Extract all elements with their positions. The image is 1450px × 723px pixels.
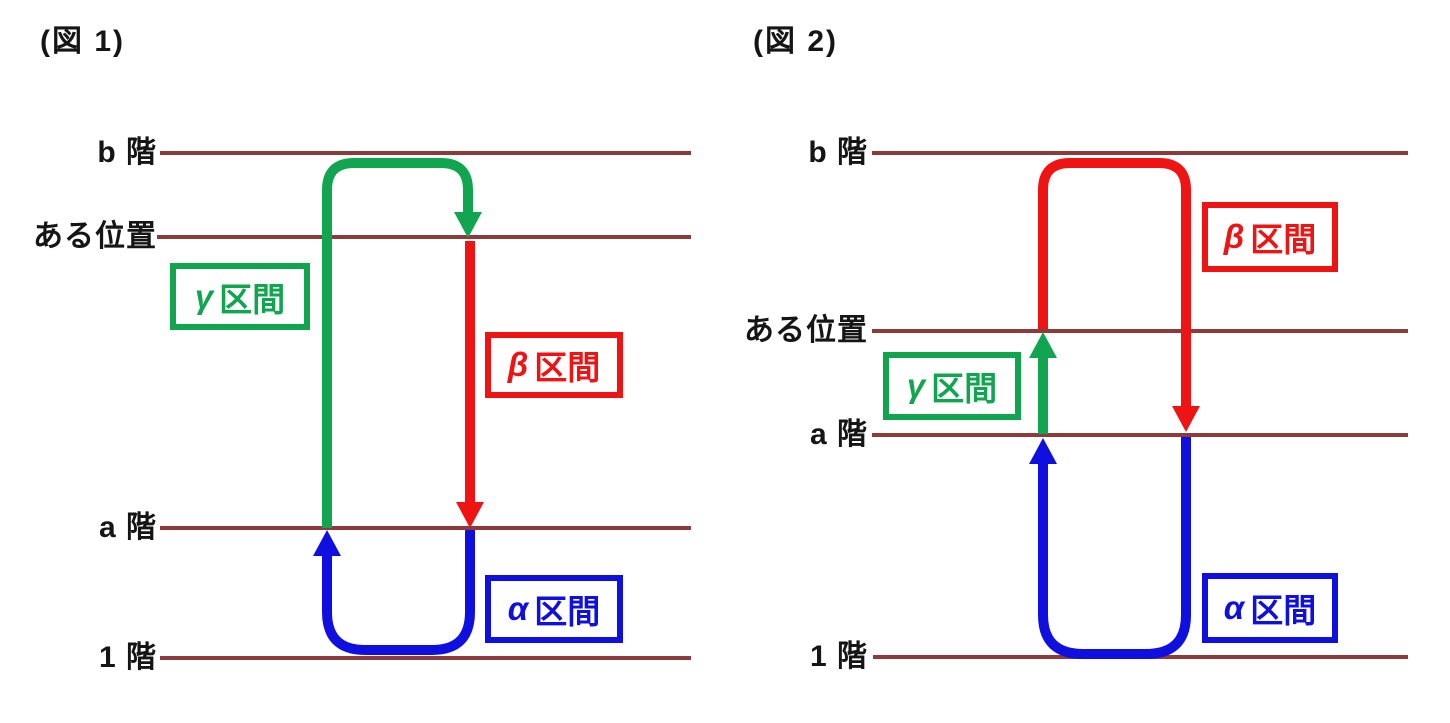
figure1-beta-arrow: [456, 241, 484, 528]
figure1-floor-line-position: [157, 235, 691, 239]
figure2-title: (図 2): [753, 25, 838, 58]
figure2-floor-label-a: a 階: [809, 418, 868, 451]
figure2-alpha-greek: α: [1223, 589, 1245, 626]
figure2-gamma-arrow: [1029, 332, 1057, 434]
figure2-beta-arrow: [1038, 158, 1200, 432]
figure2-floor-line-position: [872, 329, 1408, 333]
figure2-gamma-greek: γ: [906, 367, 926, 404]
figure2-beta-suffix: 区間: [1250, 221, 1317, 258]
figure2-alpha-suffix: 区間: [1250, 592, 1317, 629]
figure1-beta-suffix: 区間: [534, 349, 601, 386]
figure1-floor-line-a: [160, 526, 691, 530]
figure1-floor-label-b: b 階: [97, 136, 157, 169]
figure1-beta-greek: β: [507, 346, 529, 383]
figure1-floor-label-a: a 階: [98, 511, 157, 544]
figure2-floor-label-position: ある位置: [744, 314, 868, 347]
figure2-gamma-suffix: 区間: [931, 370, 998, 407]
figure2-floor-label-b: b 階: [808, 136, 868, 169]
figure2-floor-line-b: [872, 151, 1408, 155]
figure1-alpha-arrow: [313, 530, 475, 655]
figure2-floor-line-a: [872, 433, 1408, 437]
figure1-alpha-greek: α: [507, 590, 529, 627]
figure1-floor-line-1: [160, 656, 691, 660]
figure1-alpha-suffix: 区間: [534, 593, 601, 630]
figure2-floor-line-1: [873, 655, 1408, 659]
figure1-title: (図 1): [40, 25, 125, 58]
figure1-gamma-suffix: 区間: [219, 280, 286, 318]
figure1-gamma-greek: γ: [194, 277, 214, 315]
figure2-floor-label-1: 1 階: [809, 640, 868, 673]
figure1-floor-line-b: [160, 151, 691, 155]
figure1-gamma-arrow: [322, 158, 482, 528]
figure2-beta-greek: β: [1223, 218, 1245, 255]
figure1-floor-label-position: ある位置: [33, 220, 157, 253]
figure2-alpha-arrow: [1029, 437, 1191, 659]
figure1-floor-label-1: 1 階: [98, 641, 157, 674]
